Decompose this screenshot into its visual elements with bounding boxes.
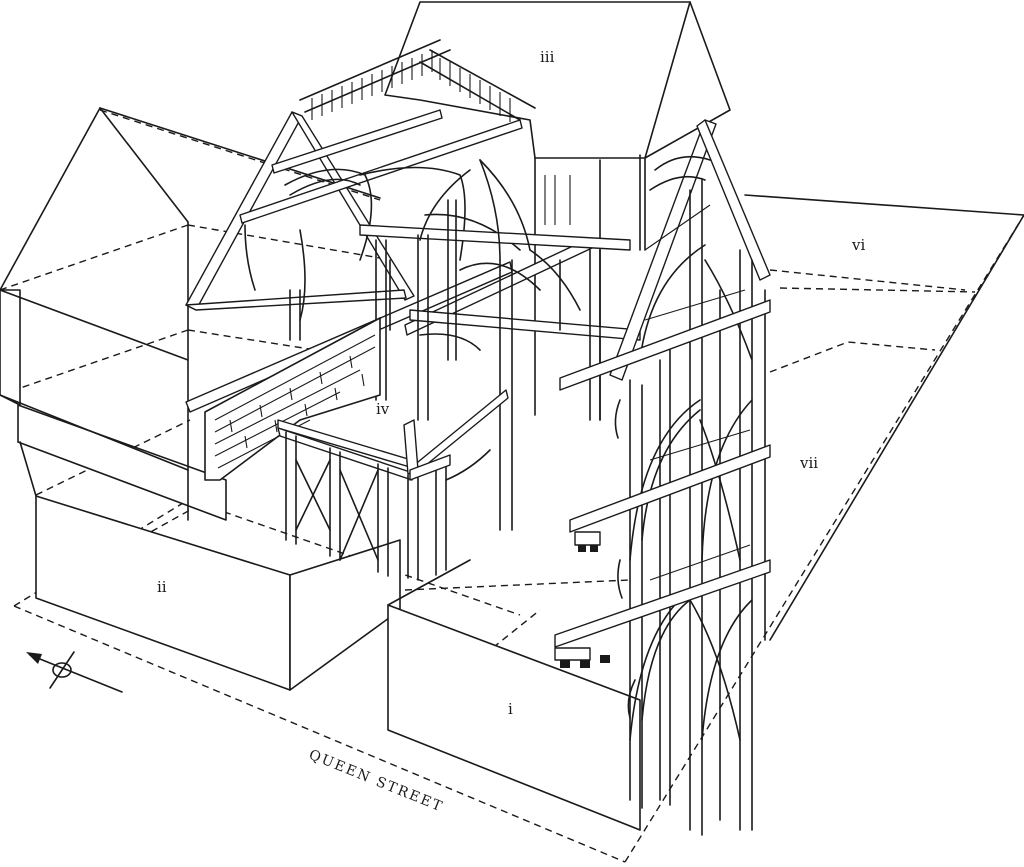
- block-vi-vii: [744, 194, 1024, 641]
- label-iv: iv: [376, 400, 390, 418]
- block-ii: [0, 107, 401, 691]
- label-iii: iii: [540, 48, 555, 66]
- label-vii: vii: [799, 454, 818, 472]
- label-vi: vi: [851, 236, 865, 254]
- label-ii: ii: [157, 578, 167, 596]
- block-i: [387, 559, 641, 831]
- brick-wall: [204, 317, 381, 481]
- label-i: i: [508, 700, 513, 718]
- right-gable-facade: [554, 119, 771, 836]
- room-iv: [277, 389, 509, 581]
- left-roof-truss: [185, 39, 536, 341]
- street-name: QUEEN STREET: [307, 747, 446, 816]
- north-arrow-icon: [26, 651, 123, 693]
